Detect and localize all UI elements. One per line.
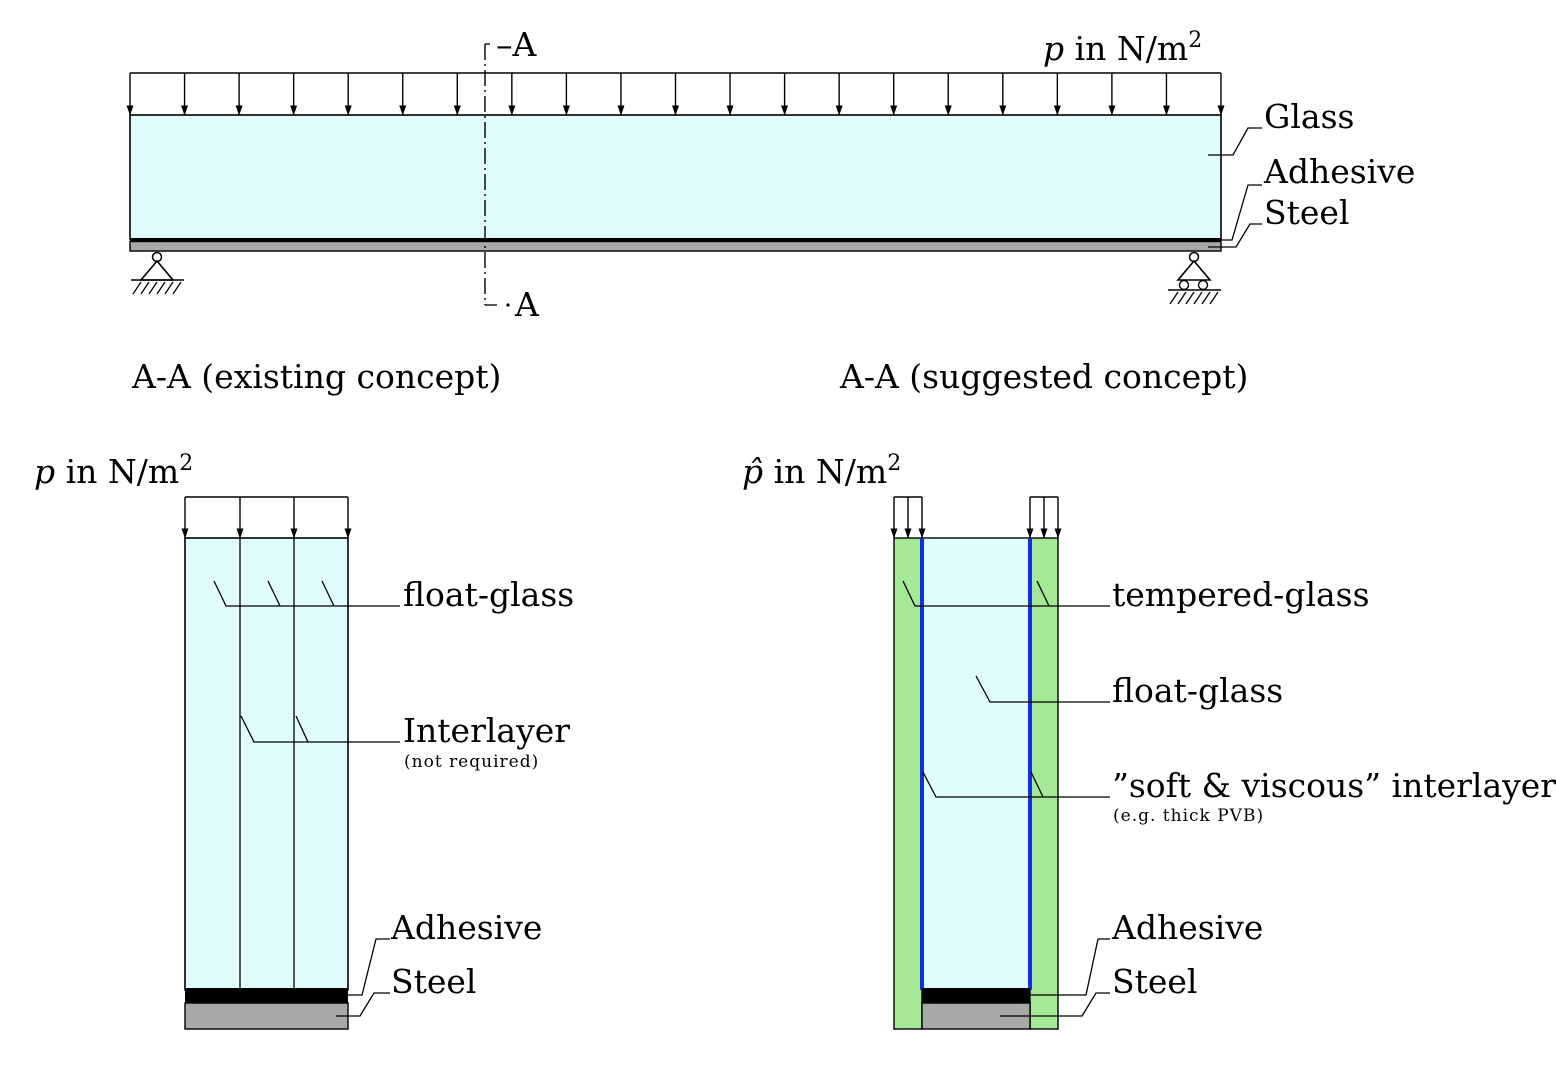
- pin-support-left: [131, 251, 184, 295]
- existing-adhesive: [185, 988, 348, 1003]
- suggested-concept-title: A-A (suggested concept): [839, 357, 1248, 396]
- beam-label-steel: Steel: [1264, 193, 1349, 232]
- roller-support-right: [1168, 251, 1221, 305]
- beam-label-glass: Glass: [1264, 97, 1354, 136]
- beam-load-arrows: [126, 73, 1225, 116]
- beam-load-label: p in N/m2: [1043, 28, 1202, 68]
- beam-elevation: –A A p in N/m2: [126, 25, 1415, 324]
- existing-leaders: [213, 580, 400, 1017]
- suggested-interlayer-right: [1028, 538, 1032, 990]
- suggested-label-interlayer-note: (e.g. thick PVB): [1113, 806, 1264, 826]
- existing-load-label: p in N/m2: [34, 451, 193, 491]
- beam-steel: [129, 240, 1222, 252]
- existing-cross-section: p in N/m2 float-glass Interlayer (not re…: [34, 451, 574, 1030]
- suggested-interlayer-left: [920, 538, 924, 990]
- suggested-float-glass: [921, 537, 1031, 991]
- suggested-leaders: [902, 580, 1110, 1017]
- existing-label-float-glass: float-glass: [403, 575, 574, 614]
- suggested-label-steel: Steel: [1112, 962, 1197, 1001]
- existing-label-steel: Steel: [391, 962, 476, 1001]
- existing-label-adhesive: Adhesive: [390, 908, 542, 947]
- existing-concept-title: A-A (existing concept): [131, 357, 501, 396]
- suggested-tempered-glass-right: [1029, 537, 1059, 1030]
- suggested-label-float-glass: float-glass: [1112, 671, 1283, 710]
- existing-steel: [184, 1002, 349, 1030]
- suggested-cross-section: p̂ in N/m2 tempered-glass float-glass ”s…: [742, 451, 1556, 1030]
- suggested-label-adhesive: Adhesive: [1111, 908, 1263, 947]
- suggested-label-tempered-glass: tempered-glass: [1112, 575, 1370, 614]
- beam-glass: [129, 114, 1222, 240]
- suggested-label-interlayer: ”soft & viscous” interlayer: [1112, 766, 1556, 805]
- suggested-load-label: p̂ in N/m2: [742, 451, 901, 491]
- existing-label-interlayer: Interlayer: [403, 711, 570, 750]
- beam-leaders: [1208, 127, 1262, 248]
- suggested-tempered-glass-left: [893, 537, 923, 1030]
- suggested-load-arrows: [890, 497, 1062, 539]
- beam-adhesive: [130, 238, 1221, 242]
- section-label-top: –A: [496, 25, 538, 64]
- existing-glass: [184, 537, 349, 991]
- existing-label-interlayer-note: (not required): [404, 752, 539, 772]
- section-label-bottom: A: [514, 285, 540, 324]
- existing-load-arrows: [181, 497, 352, 539]
- beam-label-adhesive: Adhesive: [1263, 152, 1415, 191]
- suggested-adhesive: [922, 988, 1030, 1003]
